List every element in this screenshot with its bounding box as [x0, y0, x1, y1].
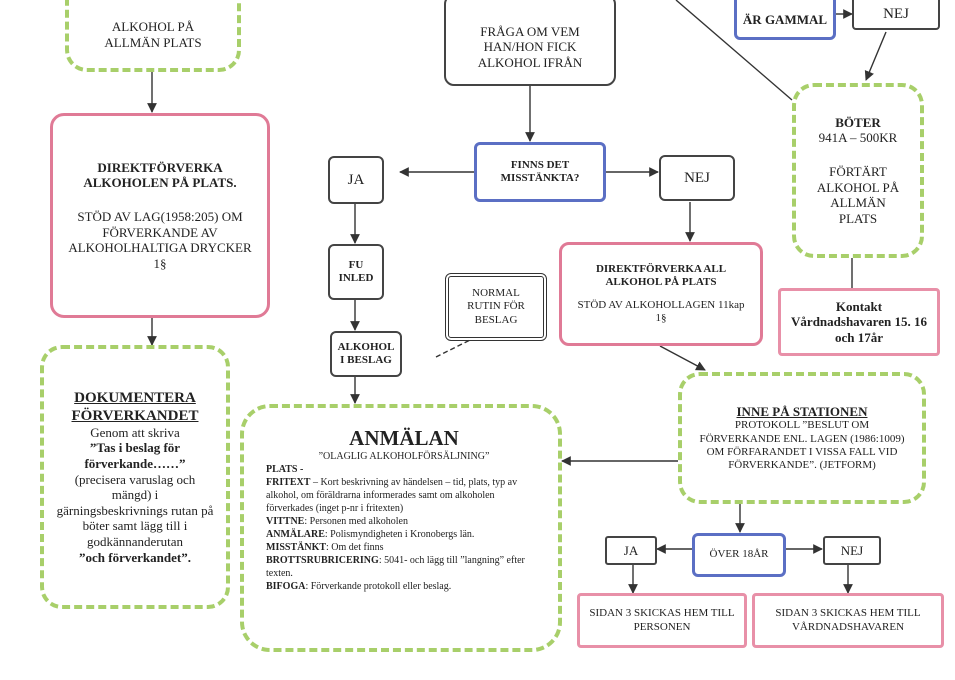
box-title: DIREKTFÖRVERKA ALL ALKOHOL PÅ PLATS — [595, 262, 727, 288]
box-text: FÖRTÄRT ALKOHOL PÅ ALLMÄN PLATS — [816, 163, 900, 226]
box-text: JA — [347, 172, 365, 188]
box-text: ALKOHOL I BESLAG — [337, 340, 395, 366]
box-boter: BÖTER 941A – 500KR FÖRTÄRT ALKOHOL PÅ AL… — [792, 83, 924, 258]
box-text: SIDAN 3 SKICKAS HEM TILL PERSONEN — [589, 607, 735, 633]
box-nej-1: NEJ — [659, 155, 735, 201]
anmalan-subtitle: ”OLAGLIG ALKOHOLFÖRSÄLJNING” — [318, 451, 490, 463]
box-top-nej: NEJ — [852, 0, 940, 30]
box-text: (precisera varuslag och mängd) i gärning… — [56, 471, 214, 549]
anmalan-label: PLATS - — [266, 464, 304, 476]
box-text: SIDAN 3 SKICKAS HEM TILL VÅRDNADSHAVAREN — [775, 607, 921, 633]
box-nej-2: NEJ — [823, 536, 881, 565]
anmalan-body: PLATS - FRITEXT – Kort beskrivning av hä… — [266, 463, 542, 593]
box-sidan3-vardnadshavaren: SIDAN 3 SKICKAS HEM TILL VÅRDNADSHAVAREN — [752, 593, 944, 648]
box-text: 941A – 500KR — [818, 130, 898, 146]
box-alkohol-i-beslag: ALKOHOL I BESLAG — [330, 331, 402, 377]
anmalan-text: : Personen med alkoholen — [304, 516, 408, 528]
anmalan-text: : Om det finns — [326, 542, 384, 554]
box-normal-rutin: NORMAL RUTIN FÖR BESLAG — [445, 273, 547, 341]
box-title: INNE PÅ STATIONEN — [736, 403, 868, 419]
box-text: ALKOHOL PÅ — [111, 19, 195, 35]
box-text: NEJ — [684, 170, 710, 186]
box-text: JA — [623, 542, 639, 558]
box-text: ÄR GAMMAL — [742, 12, 828, 28]
box-ja-2: JA — [605, 536, 657, 565]
box-text: STÖD AV LAG(1958:205) OM FÖRVERKANDE AV … — [68, 208, 252, 271]
box-direktforverka-all: DIREKTFÖRVERKA ALL ALKOHOL PÅ PLATS STÖD… — [559, 242, 763, 346]
anmalan-label: BROTTSRUBRICERING — [266, 555, 379, 567]
box-text: ”och förverkandet”. — [79, 549, 191, 565]
box-dokumentera: DOKUMENTERA FÖRVERKANDET Genom att skriv… — [40, 345, 230, 609]
box-anmalan: ANMÄLAN ”OLAGLIG ALKOHOLFÖRSÄLJNING” PLA… — [240, 404, 562, 652]
anmalan-text: : Polismyndigheten i Kronobergs län. — [324, 529, 475, 541]
box-text: NORMAL RUTIN FÖR BESLAG — [467, 287, 525, 326]
anmalan-text: : 5041- och lägg till ”langning” efter t… — [266, 555, 525, 580]
box-ar-gammal: ÄR GAMMAL — [734, 0, 836, 40]
box-text: FINNS DET MISSTÄNKTA? — [500, 158, 580, 184]
box-title: DIREKTFÖRVERKA ALKOHOLEN PÅ PLATS. — [83, 159, 237, 191]
box-fraga-om-vem: FRÅGA OM VEM HAN/HON FICK ALKOHOL IFRÅN — [444, 0, 616, 86]
box-text: NEJ — [840, 542, 864, 558]
box-text: NEJ — [883, 6, 909, 22]
box-title: BÖTER — [835, 114, 881, 130]
box-title: DOKUMENTERA FÖRVERKANDET — [71, 389, 199, 424]
box-finns-misstankta: FINNS DET MISSTÄNKTA? — [474, 142, 606, 202]
box-text: PROTOKOLL ”BESLUT OM FÖRVERKANDE ENL. LA… — [699, 419, 905, 471]
box-direktforverka-left: DIREKTFÖRVERKA ALKOHOLEN PÅ PLATS. STÖD … — [50, 113, 270, 318]
box-ja-1: JA — [328, 156, 384, 204]
box-alkohol-allman-plats: ALKOHOL PÅ ALLMÄN PLATS — [65, 0, 241, 72]
box-inne-pa-stationen: INNE PÅ STATIONEN PROTOKOLL ”BESLUT OM F… — [678, 372, 926, 504]
box-text: Kontakt Vårdnadshavaren 15. 16 och 17år — [791, 298, 927, 345]
box-sidan3-person: SIDAN 3 SKICKAS HEM TILL PERSONEN — [577, 593, 747, 648]
anmalan-title: ANMÄLAN — [349, 426, 459, 450]
box-over-18ar: ÖVER 18ÅR — [692, 533, 786, 577]
box-text: Genom att skriva — [90, 424, 180, 440]
box-kontakt-vardnadshavaren: Kontakt Vårdnadshavaren 15. 16 och 17år — [778, 288, 940, 356]
box-text: ”Tas i beslag för förverkande……” — [84, 440, 186, 472]
box-fu-inled: FU INLED — [328, 244, 384, 300]
anmalan-text: – Kort beskrivning av händelsen – tid, p… — [266, 477, 518, 515]
anmalan-label: BIFOGA — [266, 581, 306, 593]
anmalan-label: VITTNE — [266, 516, 305, 528]
anmalan-text: : Förverkande protokoll eller beslag. — [305, 581, 452, 593]
line-top-diagonal — [675, 0, 793, 101]
anmalan-label: MISSTÄNKT — [266, 542, 327, 554]
box-text: ÖVER 18ÅR — [709, 548, 769, 561]
dashed-normal-link — [435, 339, 471, 358]
box-text: STÖD AV ALKOHOLLAGEN 11kap 1§ — [577, 299, 745, 325]
anmalan-label: FRITEXT — [266, 477, 311, 489]
arrow-nej-to-boter — [864, 31, 887, 81]
box-text: FU INLED — [338, 258, 374, 284]
box-text: FRÅGA OM VEM HAN/HON FICK ALKOHOL IFRÅN — [477, 23, 583, 70]
arrow-direkt-all-to-inne — [659, 345, 706, 371]
anmalan-label: ANMÄLARE — [266, 529, 325, 541]
box-text: ALLMÄN PLATS — [104, 35, 202, 50]
